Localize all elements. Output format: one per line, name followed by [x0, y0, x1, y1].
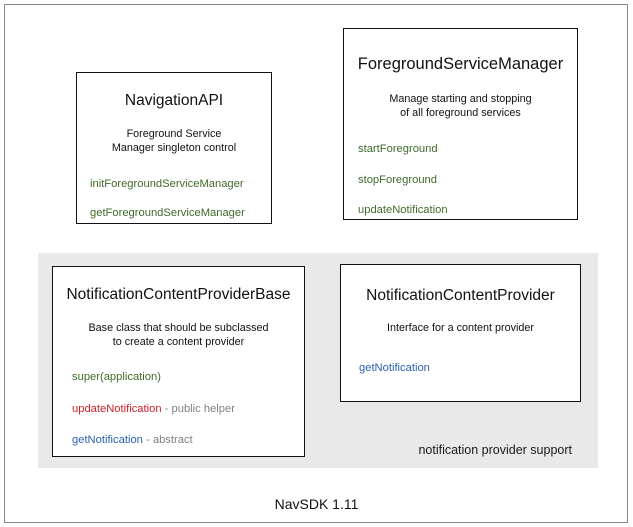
member-name: initForegroundServiceManager — [90, 178, 244, 191]
member-note: - public helper — [161, 402, 235, 415]
member-name: getNotification — [359, 362, 430, 375]
class-box-navigation-api[interactable]: NavigationAPI Foreground Service Manager… — [76, 72, 272, 224]
member-row[interactable]: stopForeground — [358, 173, 577, 186]
member-name: getForegroundServiceManager — [90, 206, 245, 219]
member-row[interactable]: initForegroundServiceManager — [90, 179, 271, 190]
member-name: updateNotification — [72, 402, 162, 415]
member-row[interactable]: startForeground — [358, 144, 577, 155]
member-list-notification-content-provider-base: super(application) updateNotification - … — [53, 372, 304, 446]
member-name: getNotification — [72, 433, 143, 446]
class-box-notification-content-provider-base[interactable]: NotificationContentProviderBase Base cla… — [52, 266, 305, 457]
class-description-foreground-service-manager: Manage starting and stopping of all fore… — [389, 92, 532, 120]
member-row[interactable]: super(application) — [72, 372, 304, 383]
member-list-foreground-service-manager: startForeground stopForeground updateNot… — [344, 144, 577, 216]
member-list-navigation-api: initForegroundServiceManager getForegrou… — [77, 179, 271, 218]
member-name: super(application) — [72, 371, 161, 384]
member-name: updateNotification — [358, 203, 448, 216]
class-description-notification-content-provider: Interface for a content provider — [386, 321, 535, 334]
member-row[interactable]: updateNotification - public helper — [72, 402, 304, 415]
member-row[interactable]: updateNotification — [358, 203, 577, 216]
member-name: stopForeground — [358, 173, 437, 186]
class-box-foreground-service-manager[interactable]: ForegroundServiceManager Manage starting… — [343, 28, 578, 220]
member-list-notification-content-provider: getNotification — [341, 362, 580, 375]
class-title-foreground-service-manager: ForegroundServiceManager — [357, 55, 564, 73]
class-box-notification-content-provider[interactable]: NotificationContentProvider Interface fo… — [340, 264, 581, 402]
class-title-notification-content-provider-base: NotificationContentProviderBase — [66, 286, 291, 303]
class-title-notification-content-provider: NotificationContentProvider — [366, 287, 555, 304]
diagram-footer-caption: NavSDK 1.11 — [274, 496, 359, 512]
member-note: - abstract — [142, 433, 193, 446]
member-row[interactable]: getNotification - abstract — [72, 433, 304, 446]
group-panel-label: notification provider support — [418, 443, 572, 457]
member-row[interactable]: getNotification — [359, 362, 580, 375]
class-title-navigation-api: NavigationAPI — [124, 92, 224, 109]
member-row[interactable]: getForegroundServiceManager — [90, 206, 271, 219]
class-description-navigation-api: Foreground Service Manager singleton con… — [111, 127, 237, 155]
member-name: startForeground — [358, 143, 438, 156]
class-description-notification-content-provider-base: Base class that should be subclassed to … — [88, 321, 269, 349]
